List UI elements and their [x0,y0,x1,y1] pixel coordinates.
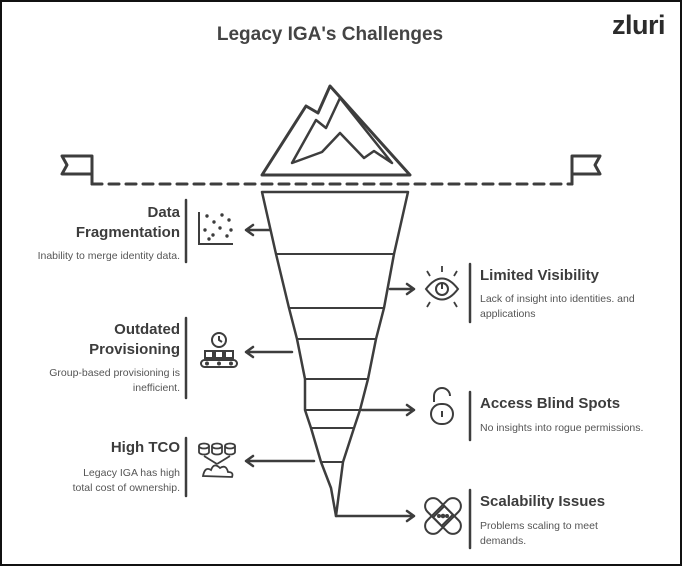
arrow-right-scalability [334,509,416,523]
outdated-provisioning-description: Group-based provisioning is inefficient. [49,366,180,396]
access-blind-spots-heading: Access Blind Spots [480,395,621,412]
arrow-right-blindspots [360,403,416,417]
high-tco-heading: High TCO [110,439,180,456]
description-line: inefficient. [132,382,180,394]
arrow-left-provisioning [244,345,294,359]
coins-stack-icon [198,442,236,478]
right-flag [570,154,602,186]
access-blind-spots-description: No insights into rogue permissions. [480,422,644,434]
left-flag [60,154,94,186]
scatter-plot-icon [198,212,233,245]
heading-line: Data [147,204,180,221]
heading-line: Fragmentation [75,224,180,241]
outdated-provisioning-heading: Outdated Provisioning [89,320,180,360]
limited-visibility-description: Lack of insight into identities. and app… [480,292,635,322]
description-line: demands. [480,535,527,547]
iceberg-body [260,190,410,518]
heading-line: Provisioning [89,341,180,358]
conveyor-clock-icon [200,332,238,368]
bandages-icon [424,497,462,535]
description-line: Group-based provisioning is [49,367,180,379]
padlock-icon [430,387,454,425]
heading-line: Outdated [114,321,180,338]
data-fragmentation-heading: Data Fragmentation [76,203,180,243]
arrow-left-tco [244,454,316,468]
scalability-issues-heading: Scalability Issues [480,493,606,510]
eye-icon [424,266,460,308]
description-line: Legacy IGA has high [83,467,180,479]
description-line: applications [480,308,536,320]
arrow-left-data [244,223,272,237]
page-title: Legacy IGA's Challenges [216,24,444,45]
iceberg-tip [260,84,412,177]
logo-text: zluri [612,10,666,40]
high-tco-description: Legacy IGA has high total cost of owners… [73,466,180,496]
description-line: Problems scaling to meet [480,520,598,532]
description-line: Lack of insight into identities. and [480,293,635,305]
iceberg-tip-inner [290,96,394,165]
zluri-logo: zluri [612,10,666,41]
arrow-right-visibility [388,282,416,296]
data-fragmentation-description: Inability to merge identity data. [37,250,180,262]
limited-visibility-heading: Limited Visibility [480,267,599,284]
scalability-issues-description: Problems scaling to meet demands. [480,519,598,549]
description-line: total cost of ownership. [72,482,180,494]
